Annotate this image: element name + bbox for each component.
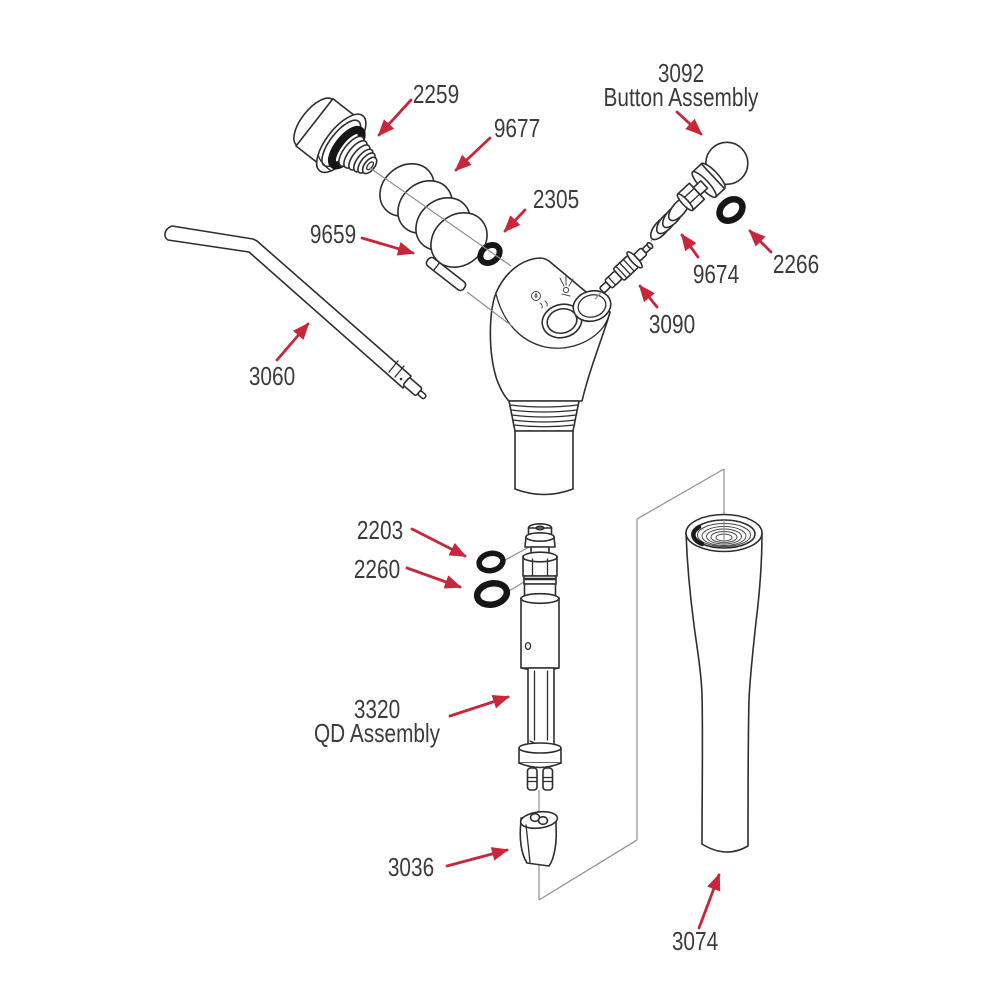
part-label-2260: 2260 — [353, 554, 401, 584]
arrow-3090 — [638, 284, 659, 309]
qd-prongs — [526, 767, 554, 791]
qd-assembly-3320 — [518, 522, 562, 791]
arrow-3074 — [697, 873, 721, 930]
part-label-3320: 3320 QD Assembly — [314, 694, 440, 748]
callout-arrows — [275, 98, 773, 930]
pin-9659 — [425, 256, 467, 292]
part-number: 3320 — [353, 694, 401, 724]
part-label-2305: 2305 — [532, 184, 580, 214]
part-label-2203: 2203 — [356, 515, 404, 545]
part-label-2266: 2266 — [772, 249, 820, 279]
part-name: QD Assembly — [314, 718, 440, 748]
arrow-3320 — [448, 695, 510, 718]
o-ring-2260 — [473, 580, 511, 608]
valve-stem-3090 — [599, 241, 654, 294]
arrow-2266 — [748, 229, 773, 254]
part-label-9677: 9677 — [493, 113, 541, 143]
air-spray-icon — [559, 275, 574, 297]
part-label-3074: 3074 — [671, 926, 719, 956]
handle-3074 — [685, 513, 763, 853]
part-label-3090: 3090 — [648, 309, 696, 339]
arrow-3036 — [445, 847, 509, 868]
spring-9677 — [379, 163, 488, 268]
neck-threads — [509, 404, 579, 428]
syringe-head — [489, 257, 612, 496]
water-icon — [531, 291, 548, 309]
arrow-2305 — [503, 208, 527, 233]
arrow-9659 — [360, 236, 415, 256]
part-label-9674: 9674 — [692, 259, 740, 289]
bushing-3036 — [519, 810, 559, 867]
arrow-2260 — [405, 566, 462, 589]
arrow-3092 — [675, 110, 703, 136]
arrow-2203 — [410, 527, 467, 558]
part-name: Button Assembly — [603, 82, 759, 112]
part-number: 3092 — [657, 58, 705, 88]
arrow-3060 — [275, 322, 310, 362]
arrow-2259 — [377, 98, 413, 137]
o-ring-2266 — [716, 196, 746, 224]
cap-assembly-2259 — [293, 97, 378, 175]
part-label-3060: 3060 — [248, 361, 296, 391]
syringe-tip-3060 — [164, 225, 427, 400]
part-label-9659: 9659 — [309, 219, 357, 249]
button-assembly-3092 — [676, 141, 749, 212]
part-label-3036: 3036 — [387, 852, 435, 882]
arrow-9677 — [454, 136, 492, 172]
part-label-2259: 2259 — [412, 79, 460, 109]
arrow-9674 — [680, 233, 700, 259]
o-ring-2203 — [476, 550, 506, 574]
part-label-3092: 3092 Button Assembly — [603, 58, 759, 112]
